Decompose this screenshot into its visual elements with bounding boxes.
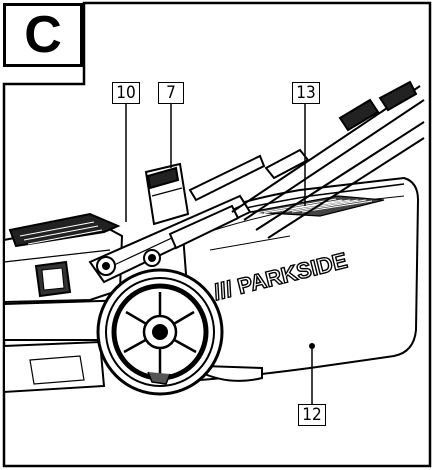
callout-12: 12 xyxy=(298,404,326,426)
battery-pack xyxy=(144,162,190,226)
height-lever xyxy=(88,194,252,284)
rear-skirt xyxy=(198,364,263,382)
callout-dot-12 xyxy=(309,343,315,349)
wheel xyxy=(96,268,224,396)
leader-lines xyxy=(125,104,313,404)
callout-10: 10 xyxy=(112,82,140,104)
callout-7: 7 xyxy=(158,82,184,104)
callout-13: 13 xyxy=(292,82,320,104)
panel-letter: C xyxy=(3,3,83,67)
handle xyxy=(188,80,425,239)
mower-body xyxy=(3,212,131,394)
